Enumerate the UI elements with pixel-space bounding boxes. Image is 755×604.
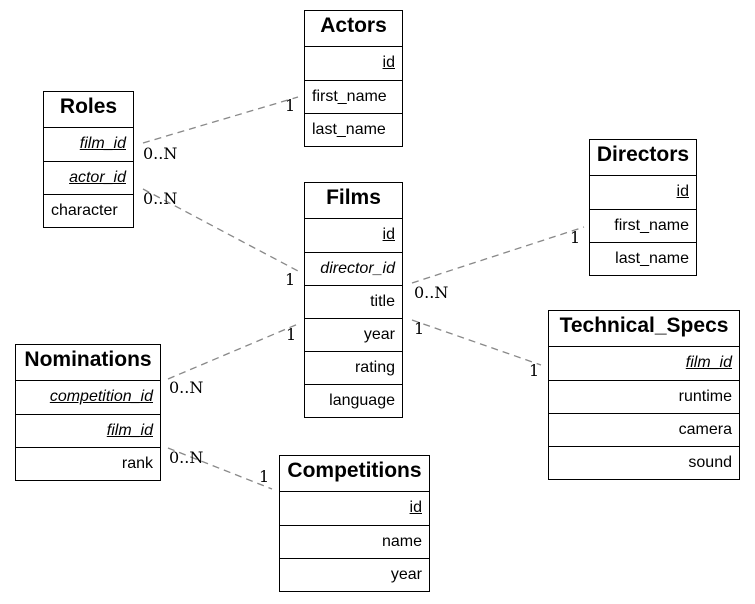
nominations-films-to-card: 1 xyxy=(286,325,297,344)
technical-specs-attr-film-id: film_id xyxy=(685,354,732,371)
directors-attr-last-name: last_name xyxy=(590,242,696,275)
actors-entity[interactable]: Actors id first_name last_name xyxy=(304,10,403,147)
nominations-competitions-to-card: 1 xyxy=(259,467,270,486)
technical-specs-entity[interactable]: Technical_Specs film_id runtime camera s… xyxy=(548,310,740,480)
roles-actors-from-card: 0..N xyxy=(143,144,178,163)
nominations-attr-competition-id: competition_id xyxy=(49,388,153,405)
films-technical-specs-line xyxy=(411,319,542,366)
films-directors-line xyxy=(411,226,585,284)
nominations-films-line xyxy=(167,323,299,380)
films-technical-specs-to-card: 1 xyxy=(529,361,540,380)
actors-attr-first-name: first_name xyxy=(305,80,402,113)
technical-specs-attr-runtime: runtime xyxy=(549,380,739,413)
nominations-attr-film-id: film_id xyxy=(16,414,160,447)
competitions-attr-id: id xyxy=(409,499,422,516)
roles-title: Roles xyxy=(44,92,133,128)
competitions-entity[interactable]: Competitions id name year xyxy=(279,455,430,592)
films-directors-from-card: 0..N xyxy=(414,283,449,302)
films-attr-title: title xyxy=(305,285,402,318)
films-entity[interactable]: Films id director_id title year rating l… xyxy=(304,182,403,418)
roles-films-from-card: 0..N xyxy=(143,189,178,208)
directors-entity[interactable]: Directors id first_name last_name xyxy=(589,139,697,276)
roles-actors-to-card: 1 xyxy=(285,96,296,115)
directors-title: Directors xyxy=(590,140,696,176)
technical-specs-attr-camera: camera xyxy=(549,413,739,446)
nominations-entity[interactable]: Nominations competition_id film_id rank xyxy=(15,344,161,481)
nominations-attr-rank: rank xyxy=(16,447,160,480)
films-attr-id: id xyxy=(382,226,395,243)
films-attr-director-id: director_id xyxy=(305,252,402,285)
roles-films-to-card: 1 xyxy=(285,270,296,289)
competitions-title: Competitions xyxy=(280,456,429,492)
technical-specs-title: Technical_Specs xyxy=(549,311,739,347)
technical-specs-attr-sound: sound xyxy=(549,446,739,479)
nominations-competitions-from-card: 0..N xyxy=(169,448,204,467)
competitions-attr-name: name xyxy=(280,525,429,558)
roles-attr-character: character xyxy=(44,194,133,227)
films-title: Films xyxy=(305,183,402,219)
films-directors-to-card: 1 xyxy=(570,228,581,247)
directors-attr-first-name: first_name xyxy=(590,209,696,242)
films-attr-year: year xyxy=(305,318,402,351)
actors-attr-id: id xyxy=(382,54,395,71)
nominations-competitions-line xyxy=(167,447,273,490)
roles-attr-film-id: film_id xyxy=(79,135,126,152)
roles-films-line xyxy=(142,188,299,272)
films-technical-specs-from-card: 1 xyxy=(414,319,425,338)
nominations-title: Nominations xyxy=(16,345,160,381)
directors-attr-id: id xyxy=(676,183,689,200)
films-attr-rating: rating xyxy=(305,351,402,384)
roles-entity[interactable]: Roles film_id actor_id character xyxy=(43,91,134,228)
nominations-films-from-card: 0..N xyxy=(169,378,204,397)
actors-attr-last-name: last_name xyxy=(305,113,402,146)
films-attr-language: language xyxy=(305,384,402,417)
roles-attr-actor-id: actor_id xyxy=(44,161,133,194)
competitions-attr-year: year xyxy=(280,558,429,591)
actors-title: Actors xyxy=(305,11,402,47)
roles-actors-line xyxy=(142,96,299,144)
